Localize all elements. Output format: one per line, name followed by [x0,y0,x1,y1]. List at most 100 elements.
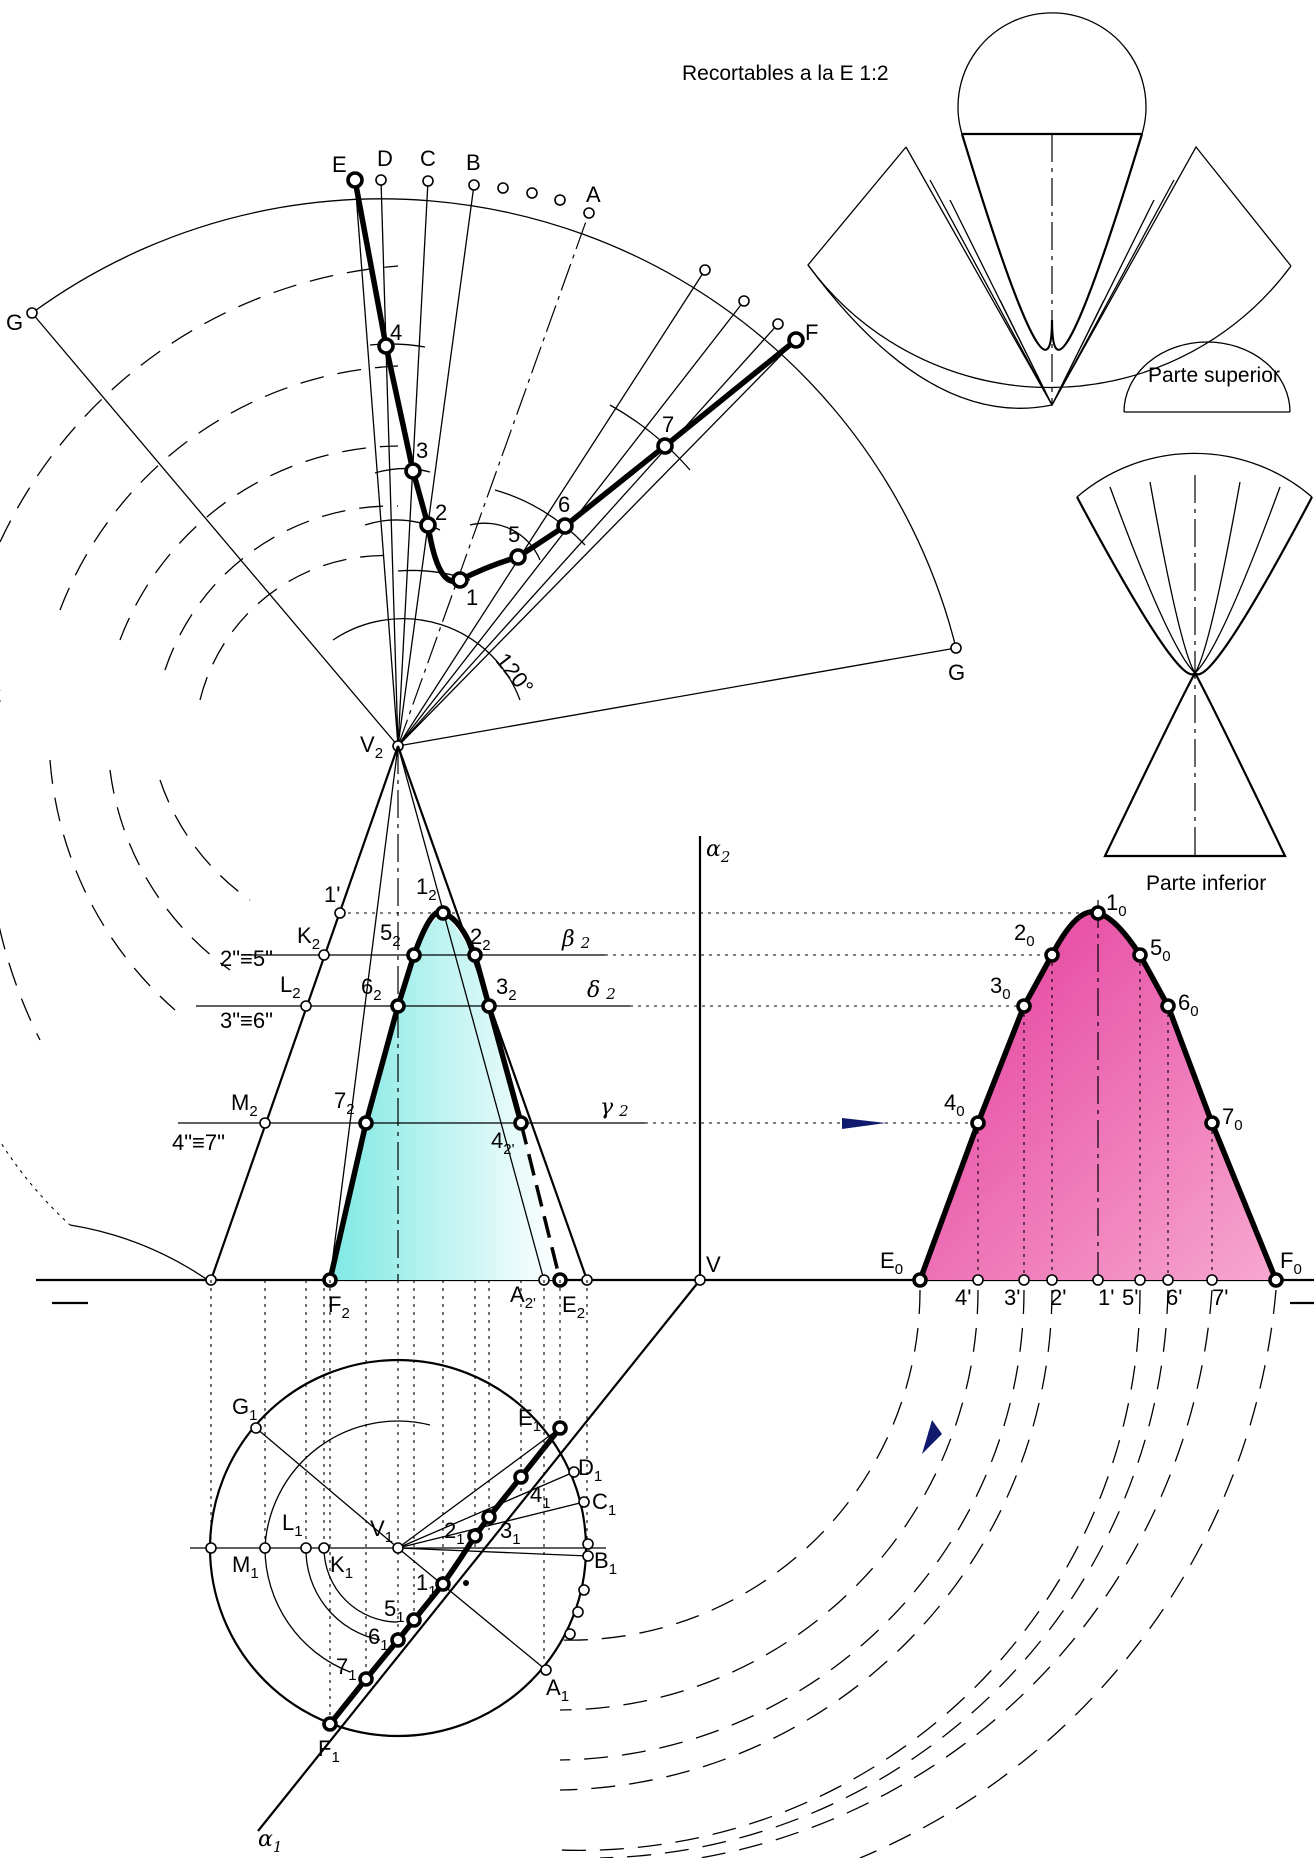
rot-arc-2 [559,1289,979,1711]
label-base-5: 5' [1122,1285,1138,1310]
arc-tick-5 [469,522,541,561]
label-base-3: 3' [1004,1285,1020,1310]
cone-plan: G1 E1 D1 C1 B1 A1 F1 V1 L1 M1 K1 41 31 2… [190,1280,617,1856]
curve-point-E [346,171,364,189]
label-plan-5: 51 [384,1596,405,1626]
cutout-bottom-semicircle [1123,341,1291,413]
cutouts: Recortables a la E 1:2 Parte superior Pa… [682,12,1313,895]
label-true-5: 50 [1150,935,1171,965]
plan-arc-L [305,1547,381,1641]
label-alpha2: α2 [706,837,730,866]
plan-point-B1a [582,1538,594,1550]
plan-arc-M [264,1547,351,1673]
label-D: D [377,146,393,171]
label-F1: F1 [318,1736,340,1766]
plan-point-x2 [572,1606,584,1618]
base-point-2 [1046,1274,1058,1286]
true-point-7 [1204,1115,1220,1131]
label-base-1: 1' [1098,1285,1114,1310]
arc-point-c [772,318,784,330]
label-E1: E1 [518,1405,541,1435]
curve-point-1 [451,571,469,589]
generatrix-a [397,269,706,747]
curve-point-F [787,331,805,349]
arc-tick-4 [369,343,426,348]
section-point-3 [481,998,497,1014]
label-plan-6: 61 [368,1624,389,1654]
arc-point-D [375,174,387,186]
label-plan-3: 31 [500,1518,521,1548]
arc-point-b1 [497,182,509,194]
label-sec-4: 42' [491,1128,515,1158]
base-point-1 [1092,1274,1104,1286]
point-L2 [300,1000,312,1012]
label-L2: L2 [280,972,301,1002]
cutout-bottom-fan-lines [1109,481,1281,674]
cutout-top-sector-arc [807,264,1292,389]
plan-point-6 [390,1632,406,1648]
label-B1: B1 [594,1548,617,1578]
label-K2: K2 [297,923,320,953]
plan-point-G1 [250,1422,262,1434]
cone-outline-left [209,745,400,1281]
label-plan-1: 11 [416,1570,437,1600]
label-G-left: G [6,310,23,335]
generatrix-F [397,339,797,747]
true-point-4 [970,1115,986,1131]
true-point-1 [1090,905,1106,921]
arc-point-b2 [526,187,538,199]
label-alpha1: α1 [258,1827,282,1856]
plan-radius-G1 [255,1427,399,1549]
label-M2: M2 [231,1090,258,1120]
curve-point-6 [556,517,574,535]
outer-arc-to-ground [69,1224,213,1284]
label-B: B [466,150,481,175]
label-curve-6: 6 [558,492,570,517]
plan-point-left [205,1542,217,1554]
section-point-6 [390,998,406,1014]
label-sec-2: 22 [470,924,491,954]
label-true-4: 40 [944,1090,965,1120]
rot-arc-5 [559,1289,1141,1852]
label-A1: A1 [546,1675,569,1705]
label-V: V [706,1252,721,1277]
label-1prime: 1' [324,882,340,907]
point-M2 [259,1117,271,1129]
marker-arrow-diagonal [922,1420,942,1454]
section-point-2 [467,947,483,963]
cutout-top-fan [929,179,1175,406]
plan-arc-top [264,1420,431,1549]
plan-point-K1 [318,1542,330,1554]
label-true-7: 70 [1222,1104,1243,1134]
plan-radial-A1 [397,1547,547,1671]
rot-arc-6 [599,1289,1169,1858]
development-arc [31,198,957,649]
arc-point-A [583,207,595,219]
plan-radial-B1 [397,1547,589,1557]
label-sec-7: 72 [334,1088,355,1118]
plan-point-A1 [540,1664,552,1676]
plan-point-M1 [259,1542,271,1554]
label-true-3: 30 [990,973,1011,1003]
plan-point-5 [406,1612,422,1628]
true-point-3 [1016,998,1032,1014]
label-true-6: 60 [1178,990,1199,1020]
point-K2 [318,949,330,961]
rot-arc-7 [699,1289,1213,1858]
trace-alpha1 [257,1279,701,1832]
plan-point-B1b [582,1550,594,1562]
curve-point-7 [656,437,674,455]
plan-point-F1 [322,1716,338,1732]
label-E2: E2 [562,1292,585,1322]
generatrix-F2 [329,745,399,1281]
label-G1: G1 [232,1394,257,1424]
plan-point-V1 [392,1542,404,1554]
cutout-bottom-fan-arc [1076,452,1313,498]
dashed-arc-5 [199,554,399,701]
curve-point-3 [404,462,422,480]
arc-point-G-right [950,642,962,654]
dashed-arc-7 [49,759,176,1011]
base-point-4 [972,1274,984,1286]
